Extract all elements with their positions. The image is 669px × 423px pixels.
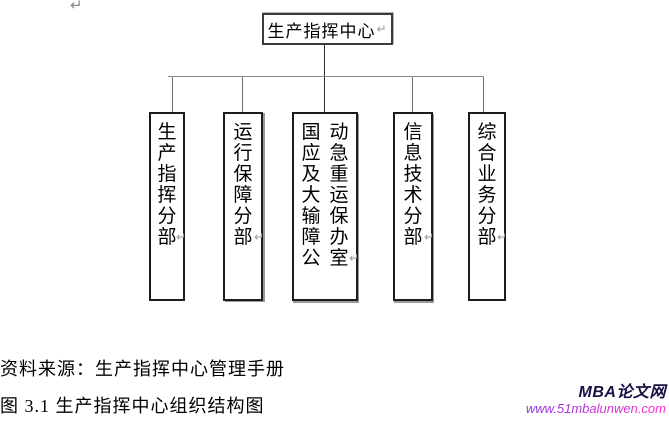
branch-box-mobilization-emergency-office: 国动应急及重大运输保障办公室↵ bbox=[292, 112, 359, 301]
branch-label-row: 产 bbox=[157, 143, 177, 164]
branch-label-row: 分 bbox=[477, 206, 497, 227]
branch-box-information-technology: 信息技术分部↵ bbox=[393, 112, 434, 301]
branch-label-row: 生 bbox=[157, 122, 177, 143]
branch-label-row: 部↵ bbox=[403, 227, 434, 248]
branch-label-row: 大运 bbox=[301, 185, 349, 206]
watermark-url: www.51mbalunwen.com bbox=[525, 400, 666, 416]
branch-box-comprehensive-business: 综合业务分部↵ bbox=[468, 112, 507, 301]
return-mark-icon: ↵ bbox=[496, 230, 507, 244]
org-root-label: 生产指挥中心 bbox=[267, 21, 376, 41]
branch-label-row: 部↵ bbox=[233, 227, 264, 248]
branch-label-row: 障办 bbox=[301, 227, 349, 248]
branch-box-production-command: 生产指挥分部↵ bbox=[149, 112, 186, 301]
branch-label-row: 公室↵ bbox=[301, 248, 359, 269]
caption-source: 资料来源：生产指挥中心管理手册 bbox=[0, 359, 285, 379]
branch-label-row: 分 bbox=[233, 206, 253, 227]
connector-drop bbox=[412, 77, 413, 112]
caption-figure-title: 图 3.1 生产指挥中心组织结构图 bbox=[0, 396, 265, 416]
branch-label-row: 及重 bbox=[301, 164, 349, 185]
connector-stem bbox=[324, 45, 325, 76]
connector-drop bbox=[172, 77, 173, 112]
branch-label-row: 应急 bbox=[301, 143, 349, 164]
connector-drop bbox=[483, 77, 484, 112]
branch-label-row: 输保 bbox=[301, 206, 349, 227]
branch-label-row: 合 bbox=[477, 143, 497, 164]
branch-label-row: 国动 bbox=[301, 122, 349, 143]
branch-label-row: 保 bbox=[233, 164, 253, 185]
branch-label-row: 行 bbox=[233, 143, 253, 164]
branch-label-row: 部↵ bbox=[157, 227, 186, 248]
branch-label-row: 业 bbox=[477, 164, 497, 185]
branch-label-row: 术 bbox=[403, 185, 423, 206]
return-mark-icon: ↵ bbox=[376, 22, 388, 36]
branch-label-row: 信 bbox=[403, 122, 423, 143]
branch-box-operation-support: 运行保障分部↵ bbox=[223, 112, 264, 301]
return-mark-icon: ↵ bbox=[175, 230, 186, 244]
return-mark-icon: ↵ bbox=[253, 230, 264, 244]
branch-label-row: 挥 bbox=[157, 185, 177, 206]
return-mark-icon: ↵ bbox=[348, 251, 359, 265]
branch-label-row: 综 bbox=[477, 122, 497, 143]
connector-rail bbox=[168, 76, 484, 77]
return-mark-icon: ↵ bbox=[423, 230, 434, 244]
branch-label-row: 息 bbox=[403, 143, 423, 164]
paragraph-return-icon: ↵ bbox=[70, 0, 83, 14]
connector-drop bbox=[324, 77, 325, 112]
branch-label-row: 技 bbox=[403, 164, 423, 185]
branch-label-row: 指 bbox=[157, 164, 177, 185]
watermark: MBA论文网 www.51mbalunwen.com bbox=[526, 384, 666, 416]
branch-label-row: 务 bbox=[477, 185, 497, 206]
branch-label-row: 障 bbox=[233, 185, 253, 206]
connector-drop bbox=[242, 77, 243, 112]
watermark-site-name: MBA论文网 bbox=[578, 384, 666, 401]
branch-label-row: 运 bbox=[233, 122, 253, 143]
branch-label-row: 部↵ bbox=[477, 227, 507, 248]
branch-label-row: 分 bbox=[157, 206, 177, 227]
branch-label-row: 分 bbox=[403, 206, 423, 227]
org-root-box: 生产指挥中心 ↵ bbox=[262, 13, 393, 45]
